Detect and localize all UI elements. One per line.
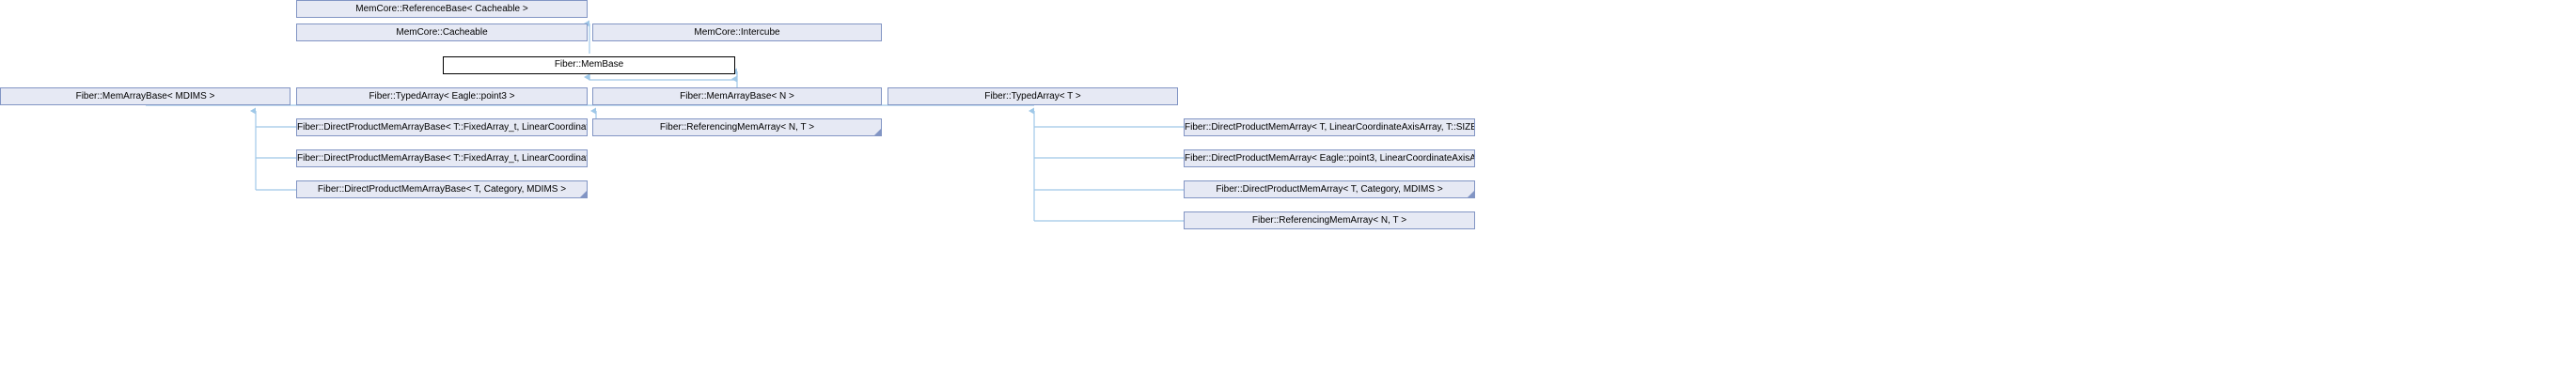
node-label: Fiber::MemArrayBase< N >	[680, 91, 794, 102]
node-label: Fiber::DirectProductMemArrayBase< T::Fix…	[297, 153, 587, 164]
node-referencingmemarray-n-t-right[interactable]: Fiber::ReferencingMemArray< N, T >	[1184, 211, 1475, 229]
node-dpmab-t-category-mdims[interactable]: Fiber::DirectProductMemArrayBase< T, Cat…	[296, 180, 588, 198]
node-label: Fiber::DirectProductMemArray< Eagle::poi…	[1185, 153, 1474, 164]
node-label: Fiber::DirectProductMemArrayBase< T::Fix…	[297, 122, 587, 133]
node-memarraybase-mdims[interactable]: Fiber::MemArrayBase< MDIMS >	[0, 87, 291, 105]
node-label: Fiber::MemBase	[554, 59, 624, 70]
node-dpma-eagle-point3-lcaa-tsize[interactable]: Fiber::DirectProductMemArray< Eagle::poi…	[1184, 149, 1475, 167]
node-label: Fiber::MemArrayBase< MDIMS >	[75, 91, 215, 102]
node-label: Fiber::DirectProductMemArray< T, LinearC…	[1185, 122, 1475, 133]
node-label: Fiber::DirectProductMemArray< T, Categor…	[1216, 184, 1443, 195]
node-label: Fiber::TypedArray< Eagle::point3 >	[369, 91, 515, 102]
node-dpma-t-category-mdims[interactable]: Fiber::DirectProductMemArray< T, Categor…	[1184, 180, 1475, 198]
node-label: Fiber::DirectProductMemArrayBase< T, Cat…	[317, 184, 567, 195]
node-dpmab-fixedarray-lcaa-mdims[interactable]: Fiber::DirectProductMemArrayBase< T::Fix…	[296, 149, 588, 167]
node-memarraybase-n[interactable]: Fiber::MemArrayBase< N >	[592, 87, 882, 105]
node-referencebase-cacheable[interactable]: MemCore::ReferenceBase< Cacheable >	[296, 0, 588, 18]
node-label: MemCore::Cacheable	[396, 27, 488, 38]
node-referencingmemarray-n-t[interactable]: Fiber::ReferencingMemArray< N, T >	[592, 118, 882, 136]
node-label: MemCore::ReferenceBase< Cacheable >	[355, 4, 528, 14]
node-label: Fiber::ReferencingMemArray< N, T >	[659, 122, 815, 133]
node-dpma-t-lcaa-tsize[interactable]: Fiber::DirectProductMemArray< T, LinearC…	[1184, 118, 1475, 136]
node-typedarray-t[interactable]: Fiber::TypedArray< T >	[887, 87, 1178, 105]
node-label: Fiber::ReferencingMemArray< N, T >	[1251, 215, 1407, 226]
node-label: Fiber::TypedArray< T >	[984, 91, 1081, 102]
node-intercube[interactable]: MemCore::Intercube	[592, 23, 882, 41]
node-label: MemCore::Intercube	[694, 27, 780, 38]
node-typedarray-eagle-point3[interactable]: Fiber::TypedArray< Eagle::point3 >	[296, 87, 588, 105]
node-dpmab-fixedarray-lcaa-tsize[interactable]: Fiber::DirectProductMemArrayBase< T::Fix…	[296, 118, 588, 136]
node-membase[interactable]: Fiber::MemBase	[443, 56, 735, 74]
node-cacheable[interactable]: MemCore::Cacheable	[296, 23, 588, 41]
